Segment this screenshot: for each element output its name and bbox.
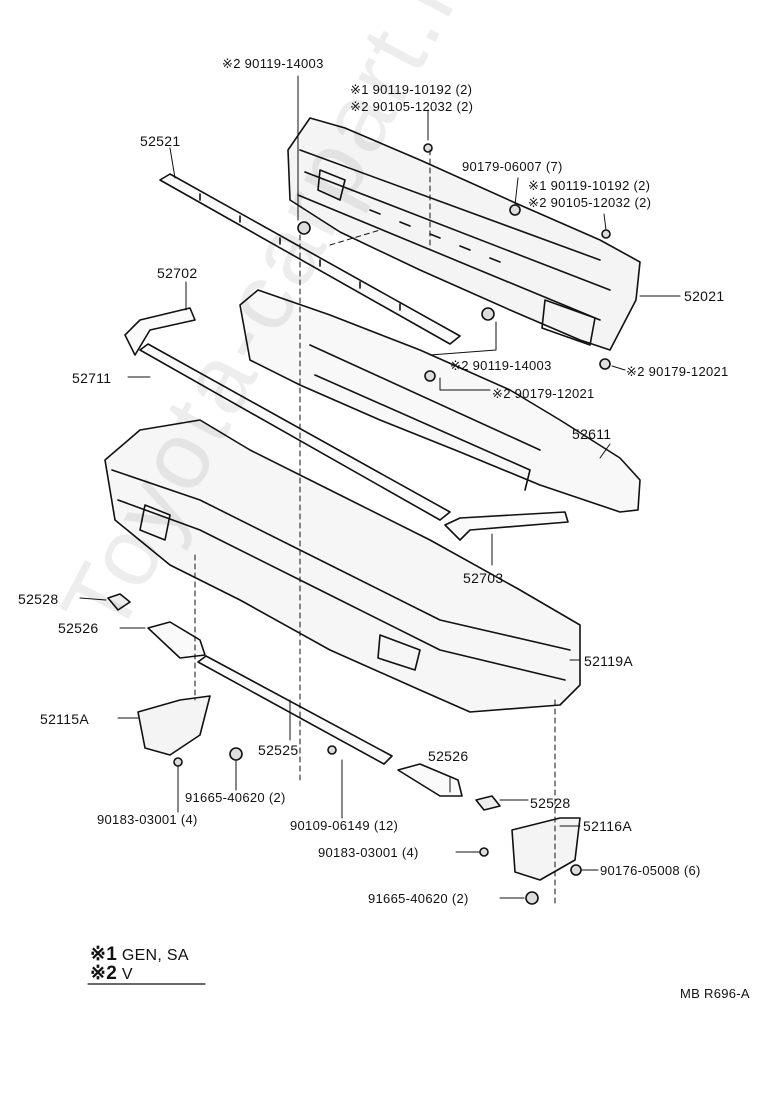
molding-strips — [124, 307, 569, 541]
label-52119A: 52119A — [584, 653, 634, 669]
retainer-52521 — [159, 173, 461, 345]
alignment-lines — [194, 149, 556, 906]
legend-text-2: V — [121, 966, 133, 983]
label-bolt-right-b: ※2 90105-12032 (2) — [528, 195, 652, 210]
label-52525: 52525 — [258, 742, 299, 758]
label-52115A: 52115A — [40, 711, 90, 727]
label-bolt-mid: ※2 90119-14003 — [450, 358, 552, 373]
label-52021: 52021 — [684, 288, 725, 304]
label-nut-90176: 90176-05008 (6) — [600, 863, 701, 878]
legend-text-1: GEN, SA — [121, 947, 189, 964]
label-52711: 52711 — [72, 370, 112, 386]
energy-absorber-52611 — [239, 289, 641, 513]
label-bolt-top2b: ※2 90105-12032 (2) — [350, 99, 474, 114]
label-clip-91665-left: 91665-40620 (2) — [185, 790, 286, 805]
legend-item-1: ※1 GEN, SA — [90, 943, 189, 966]
legend-mark-2: ※2 — [90, 963, 118, 984]
label-52526-right: 52526 — [428, 748, 469, 764]
label-52703: 52703 — [463, 570, 504, 586]
bumper-cover-52119A — [104, 419, 581, 713]
label-52611: 52611 — [572, 426, 612, 442]
legend-mark-1: ※1 — [90, 944, 118, 965]
leader-lines — [79, 75, 681, 899]
bumper-reinforcement — [287, 117, 641, 351]
brackets — [107, 593, 581, 881]
label-52526-left: 52526 — [58, 620, 99, 636]
label-bolt-right-a: ※1 90119-10192 (2) — [528, 178, 651, 193]
label-bolt-90109: 90109-06149 (12) — [290, 818, 399, 833]
legend-item-2: ※2 V — [90, 962, 133, 985]
label-bolt-top2a: ※1 90119-10192 (2) — [350, 82, 473, 97]
label-clip-90183-right: 90183-03001 (4) — [318, 845, 419, 860]
label-nut-right: ※2 90179-12021 — [626, 364, 729, 379]
label-clip-91665-right: 91665-40620 (2) — [368, 891, 469, 906]
label-52528-right: 52528 — [530, 795, 571, 811]
label-52116A: 52116A — [583, 818, 633, 834]
label-bolt-top: ※2 90119-14003 — [222, 56, 324, 71]
label-52702: 52702 — [157, 265, 198, 281]
label-clip-90183-left: 90183-03001 (4) — [97, 812, 198, 827]
label-52521: 52521 — [140, 133, 181, 149]
label-52528-left: 52528 — [18, 591, 59, 607]
label-nut-mid: ※2 90179-12021 — [492, 386, 595, 401]
label-nut-90179-06007: 90179-06007 (7) — [462, 159, 563, 174]
diagram-code: MB R696-A — [680, 986, 750, 1001]
